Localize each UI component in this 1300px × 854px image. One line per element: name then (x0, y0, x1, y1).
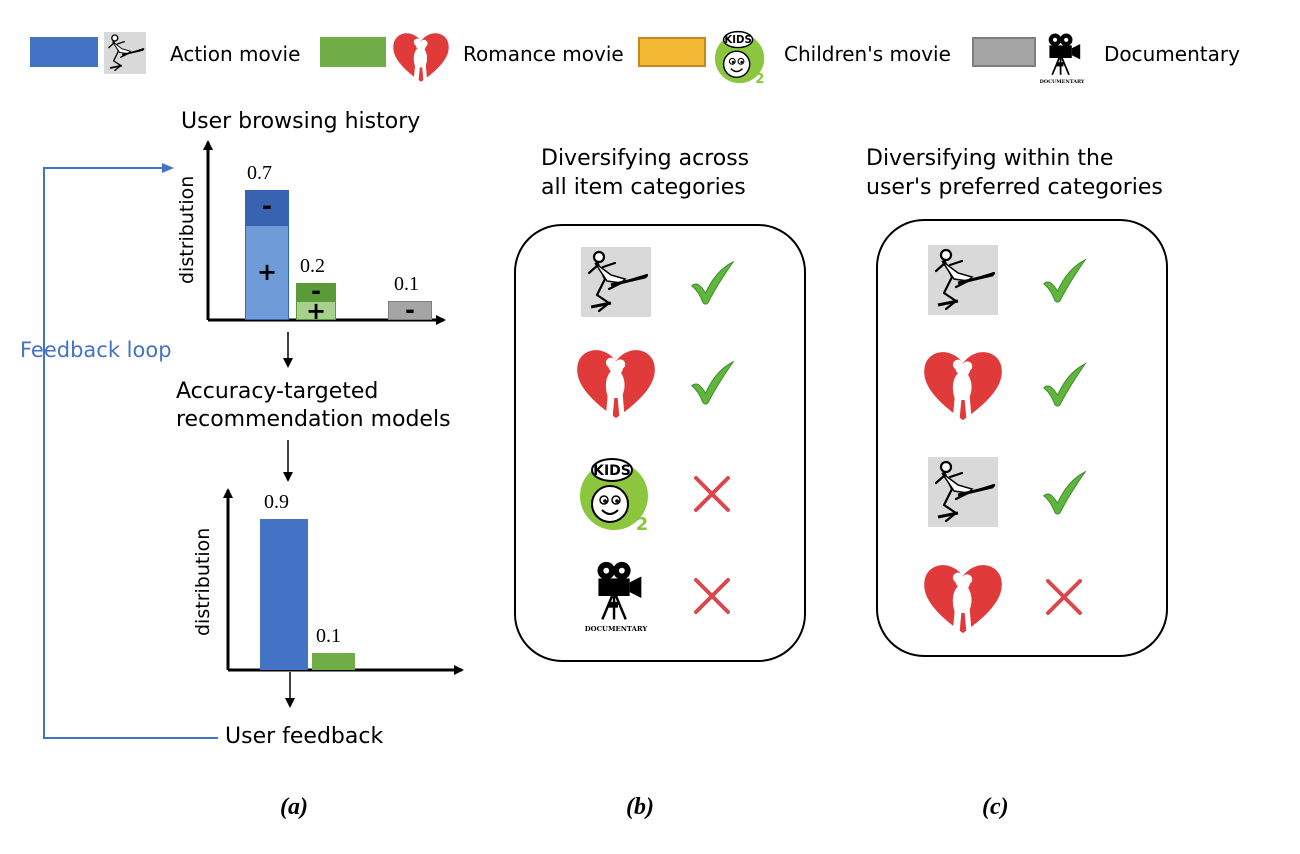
kids-face-icon (579, 458, 650, 534)
check-icon (1043, 471, 1086, 515)
plus-sign: + (305, 296, 327, 325)
karate-kick-icon (928, 245, 998, 315)
karate-kick-icon (928, 457, 998, 527)
check-icon (691, 261, 734, 305)
feedback-value-label: 0.9 (264, 490, 289, 513)
history-ylabel: distribution (176, 175, 198, 284)
history-value-label: 0.1 (394, 273, 419, 296)
panel-b-label: (b) (626, 794, 654, 820)
panel-b-title-line1: Diversifying across (541, 146, 750, 171)
feedback-bar-action-movie (260, 518, 308, 670)
model-title-line2: recommendation models (176, 407, 451, 432)
panel-a-label: (a) (280, 794, 308, 820)
heart-couple-icon (924, 352, 1002, 421)
panel-c-title-line1: Diversifying within the (866, 146, 1114, 171)
legend-label-documentary: Documentary (1104, 42, 1240, 66)
history-bar-action-movie-minus (245, 189, 289, 225)
panel-c-label: (c) (982, 794, 1009, 820)
history-bar-romance-movie-plus (296, 301, 336, 320)
legend-swatch-action (30, 37, 98, 67)
panel-b-card (514, 224, 806, 662)
panel-b-title-line2: all item categories (541, 175, 746, 200)
film-camera-icon (583, 560, 649, 635)
history-bar-romance-movie-minus (296, 282, 336, 302)
history-value-label: 0.7 (247, 161, 272, 184)
legend-label-action: Action movie (170, 42, 301, 66)
model-title-line1: Accuracy-targeted (176, 379, 379, 404)
cross-icon (694, 578, 730, 614)
cross-icon (1046, 579, 1082, 615)
check-icon (1043, 363, 1086, 407)
history-title: User browsing history (181, 109, 421, 134)
feedback-value-label: 0.1 (316, 625, 341, 648)
minus-sign: - (262, 192, 272, 221)
legend-label-children: Children's movie (784, 42, 951, 66)
karate-kick-icon (581, 247, 651, 317)
legend-swatch-documentary (972, 37, 1036, 67)
panel-c-card (876, 219, 1168, 657)
check-icon (1043, 259, 1086, 303)
feedback-bar-romance-movie (312, 653, 355, 670)
feedback-title: User feedback (225, 724, 384, 749)
heart-couple-icon (924, 565, 1002, 634)
check-icon (691, 361, 734, 405)
feedback-ylabel: distribution (192, 527, 214, 636)
plus-sign: + (256, 258, 278, 287)
history-bar-documentary (388, 301, 432, 320)
legend-label-romance: Romance movie (463, 42, 624, 66)
history-value-label: 0.2 (300, 254, 325, 277)
history-bar-action-movie-plus (245, 224, 289, 320)
minus-sign: - (311, 277, 321, 306)
cross-icon (694, 476, 730, 512)
legend-swatch-romance (320, 37, 386, 67)
heart-couple-icon (577, 350, 655, 419)
minus-sign: - (405, 295, 415, 324)
panel-c-title-line2: user's preferred categories (866, 175, 1163, 200)
legend-swatch-children (638, 37, 706, 67)
feedback-loop-label: Feedback loop (20, 338, 172, 362)
